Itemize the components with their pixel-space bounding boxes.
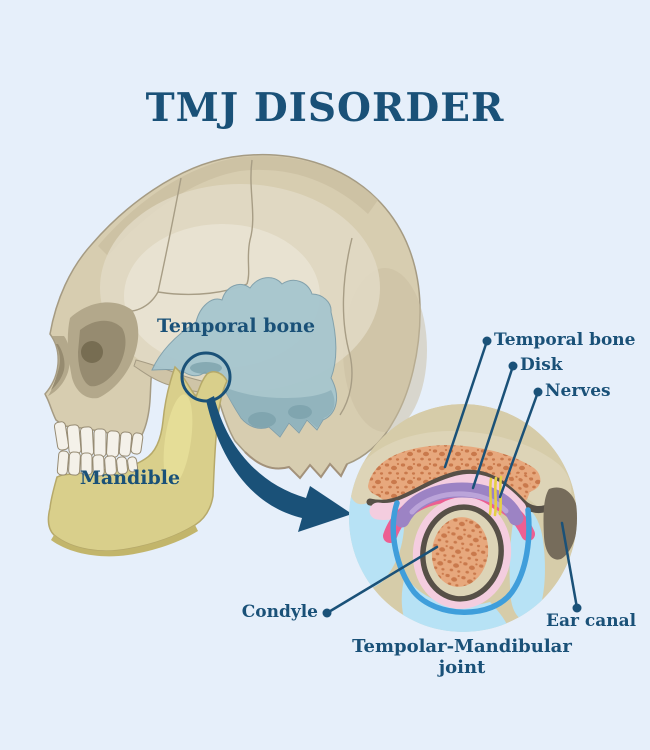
- inset-temporal-bone-label: Temporal bone: [494, 330, 636, 351]
- leader-nerves: [498, 390, 540, 499]
- occipital-edge: [244, 451, 348, 480]
- nasal-aperture: [48, 336, 71, 396]
- skull-mandible-label: Mandible: [79, 467, 181, 489]
- leader-ear-canal: [560, 521, 579, 610]
- eye-socket: [67, 302, 139, 399]
- skull-temporal-bone-label: Temporal bone: [156, 315, 316, 337]
- inset-disk-label: Disk: [520, 355, 563, 376]
- inset-ear-canal-shape: [543, 487, 577, 560]
- upper-teeth: [53, 421, 144, 458]
- leader-temporal-bone: [443, 339, 489, 469]
- inset-condyle-label: Condyle: [241, 602, 318, 623]
- leader-condyle: [325, 545, 439, 615]
- leader-dots: [322, 336, 582, 618]
- leader-disk: [471, 364, 515, 490]
- page-title: TMJ DISORDER: [145, 85, 505, 131]
- suture-lines: [120, 159, 353, 416]
- dot-temporal-bone: [482, 336, 492, 346]
- joint-inset: [349, 404, 577, 632]
- inset-nerves-label: Nerves: [545, 381, 611, 402]
- inset-caption: Tempolar-Mandibular joint: [352, 636, 572, 678]
- dot-condyle: [322, 608, 332, 618]
- inset-fossa-outline: [366, 469, 555, 514]
- dot-ear-canal: [572, 603, 582, 613]
- dot-nerves: [533, 387, 543, 397]
- inset-capsule-blue-outline: [390, 500, 532, 615]
- tmj-focus-circle: [180, 351, 232, 403]
- lower-teeth: [56, 450, 139, 477]
- inset-caption-line1: Tempolar-Mandibular: [352, 636, 572, 657]
- inset-ear-canal-label: Ear canal: [546, 611, 637, 632]
- dot-disk: [508, 361, 518, 371]
- inset-caption-line2: joint: [438, 657, 486, 678]
- skull-illustration: [44, 153, 427, 557]
- leader-lines: [325, 339, 579, 615]
- zoom-arrow: [206, 396, 352, 532]
- mandible-shape: [47, 365, 228, 557]
- temporal-bone-region: [151, 277, 338, 438]
- inset-condyle-shape: [420, 504, 504, 602]
- inset-disk-shape: [394, 482, 524, 528]
